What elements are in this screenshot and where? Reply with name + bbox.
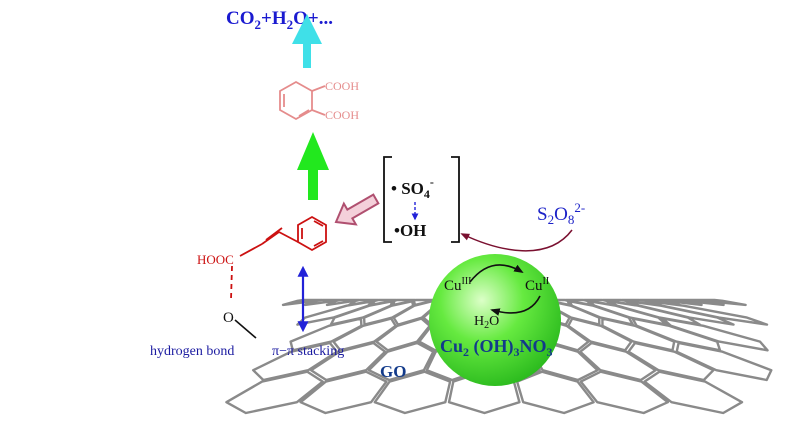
- persulfate-s: S: [537, 204, 548, 225]
- catalyst-no: NO: [520, 336, 547, 356]
- cu-ii-symbol: Cu: [525, 278, 543, 294]
- green-arrow: [297, 132, 329, 200]
- catalyst-sub-3: 3: [514, 345, 520, 359]
- sulfate-radical: • SO4-: [391, 175, 434, 201]
- attack-arrow: [334, 193, 380, 226]
- pi-stacking-label: π−π stacking: [272, 344, 344, 359]
- cu-ii-state: II: [543, 276, 550, 287]
- persulfate-o: O: [554, 204, 568, 225]
- water-h: H: [474, 314, 484, 329]
- persulfate-label: S2O82-: [537, 200, 585, 227]
- sulfate-dot: • SO: [391, 179, 424, 198]
- hydrogen-bond-label: hydrogen bond: [150, 344, 234, 359]
- cu-iii-state: III: [462, 276, 472, 287]
- catalyst-cu: Cu: [440, 336, 463, 356]
- reactant-hooc: HOOC: [197, 252, 234, 267]
- cu-iii-symbol: Cu: [444, 278, 462, 294]
- catalyst-oh: (OH): [469, 336, 514, 357]
- catalyst-label: Cu2 (OH)3NO3: [440, 336, 553, 359]
- products-h: +H: [261, 8, 287, 29]
- cu-iii-label: CuIII: [444, 276, 472, 294]
- intermediate-cooh-bottom: COOH: [325, 108, 359, 122]
- catalyst-sub-2: 2: [463, 345, 469, 359]
- water-label: H2O: [474, 314, 499, 331]
- persulfate-charge: 2-: [574, 200, 585, 215]
- intermediate-molecule: [279, 80, 326, 121]
- redox-arrow-up: [469, 264, 524, 283]
- oxygen-bond: [234, 319, 257, 339]
- persulfate-sub-8: 8: [568, 212, 575, 227]
- sulfate-charge: -: [430, 175, 434, 189]
- radical-bracket: [383, 156, 460, 243]
- water-sub: 2: [484, 320, 489, 331]
- oxygen-atom: O: [223, 310, 234, 326]
- products-rest: O+...: [293, 8, 333, 29]
- cu-ii-label: CuII: [525, 276, 549, 294]
- products-sub-2b: 2: [287, 17, 294, 32]
- water-o: O: [489, 314, 499, 329]
- reactant-molecule: [230, 215, 327, 301]
- products-co: CO: [226, 8, 255, 29]
- persulfate-sub-2: 2: [548, 212, 555, 227]
- sulfate-sub-4: 4: [424, 187, 430, 201]
- products-label: CO2+H2O+...: [226, 8, 333, 32]
- catalyst-sphere: [429, 254, 561, 386]
- hydroxyl-radical: •OH: [394, 221, 426, 240]
- products-sub-2: 2: [255, 17, 262, 32]
- redox-arrow-down: [490, 295, 541, 316]
- intermediate-cooh-top: COOH: [325, 79, 359, 93]
- cyan-arrow: [292, 14, 322, 68]
- activation-arrow: [460, 229, 573, 252]
- go-label: GO: [380, 362, 406, 381]
- catalyst-sub-3b: 3: [547, 345, 553, 359]
